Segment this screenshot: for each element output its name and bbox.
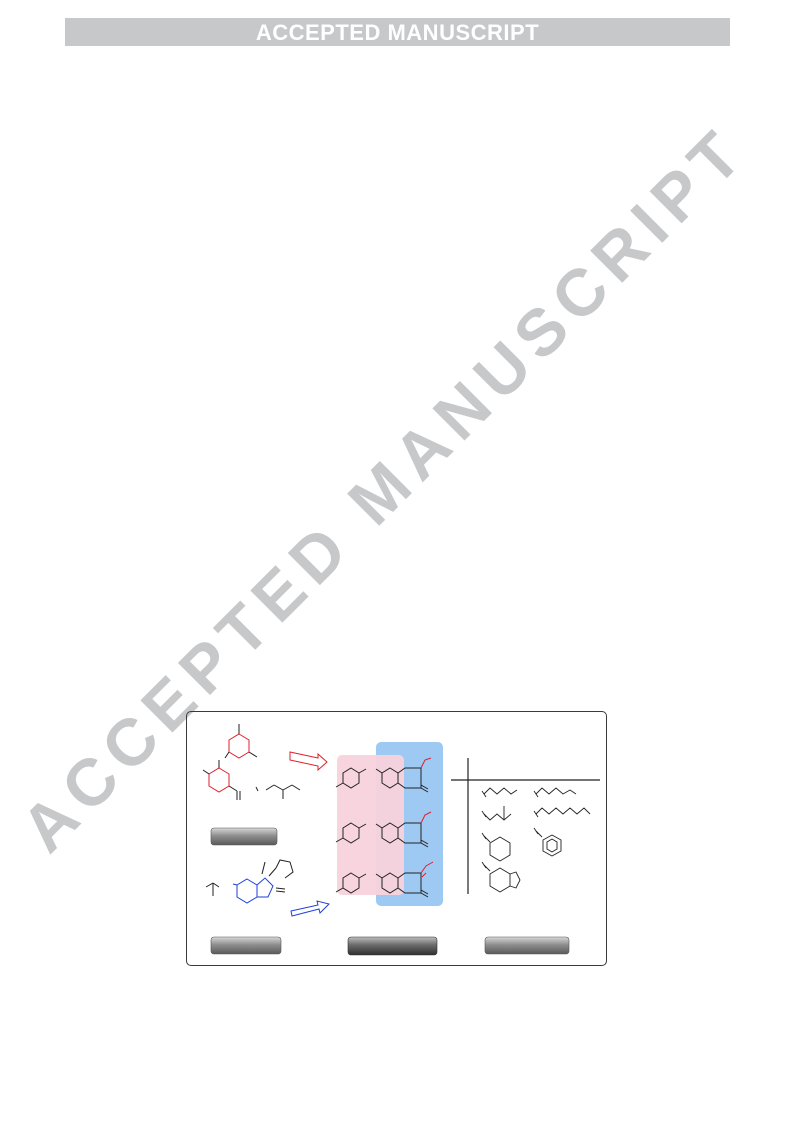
pink-panel	[337, 755, 404, 895]
accepted-manuscript-banner: ACCEPTED MANUSCRIPT	[65, 18, 730, 46]
red-aryl-ring-top	[228, 733, 250, 759]
graphical-abstract-frame	[186, 711, 607, 966]
blue-arrow	[290, 900, 330, 917]
substituent-groups	[481, 787, 591, 893]
red-substituents	[420, 757, 434, 878]
dark-label-button-3	[347, 936, 438, 956]
blue-indolinone-ring	[232, 877, 274, 904]
red-aryl-ring-bottom	[208, 767, 230, 793]
grey-label-button-2	[210, 936, 282, 955]
substituent-table	[451, 758, 600, 894]
product-structures	[335, 767, 429, 898]
grey-label-button-4	[484, 936, 570, 955]
red-arrow	[289, 751, 328, 772]
grey-label-button-1	[210, 827, 278, 846]
